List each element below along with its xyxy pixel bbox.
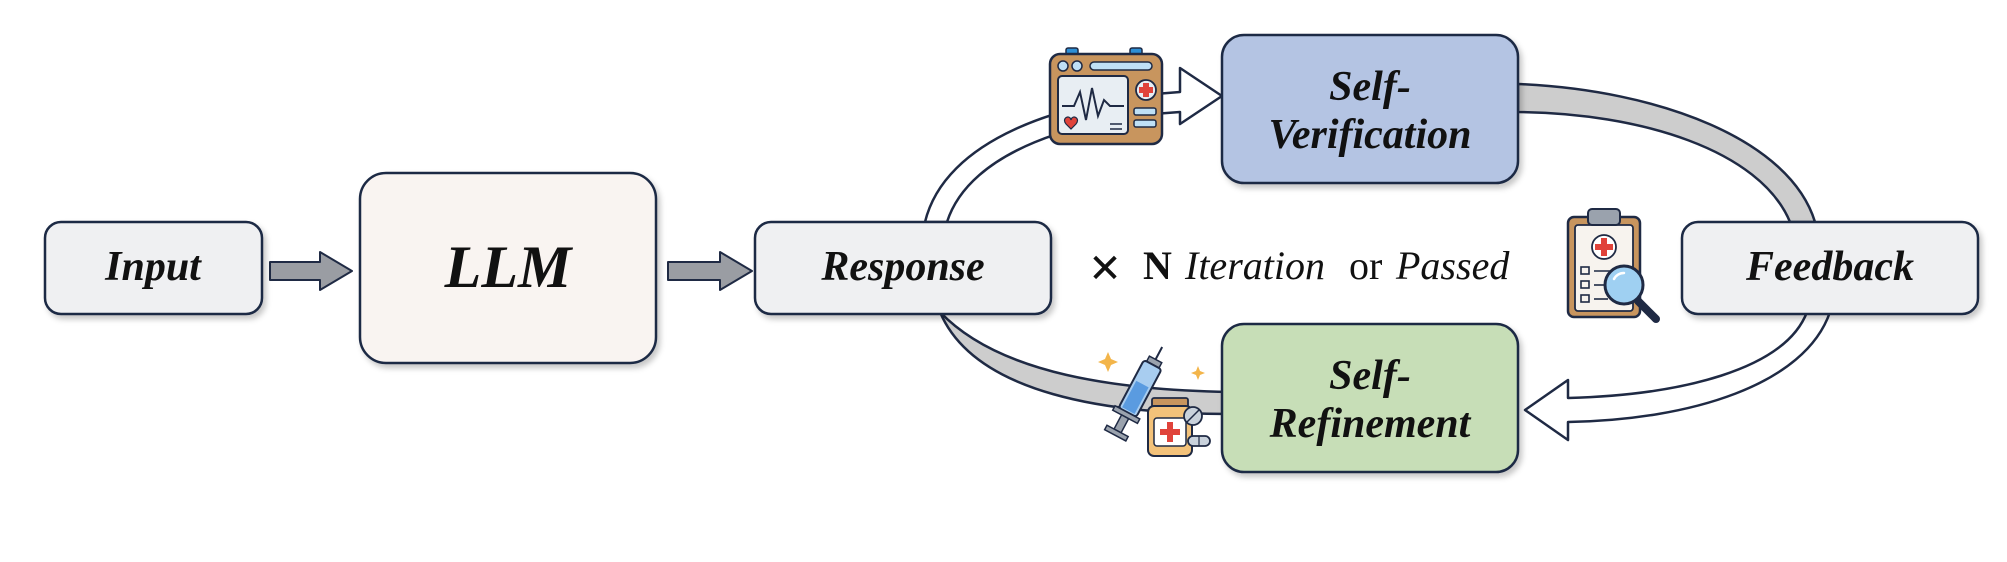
self-refinement-node: Self- Refinement [1220,322,1520,474]
verification-label-line2: Verification [1268,112,1471,158]
syringe-medicine-icon [1098,346,1211,457]
medical-monitor-icon [1048,47,1164,146]
llm-to-response-arrow [667,251,753,291]
iteration-count: N [1143,243,1172,288]
refinement-label-line1: Self- [1329,353,1411,399]
verification-label-line1: Self- [1329,64,1411,110]
feedback-to-refinement-arrow [1523,310,1832,442]
multiply-symbol: ✕ [1088,246,1122,292]
response-label: Response [820,244,984,290]
llm-label: LLM [444,234,574,300]
refinement-label-line2: Refinement [1269,401,1472,447]
feedback-label: Feedback [1745,244,1914,290]
iteration-word: Iteration [1184,243,1325,288]
response-node: Response [753,220,1053,316]
input-label: Input [104,244,202,290]
input-node: Input [43,220,264,316]
llm-node: LLM [358,171,658,365]
self-verification-node: Self- Verification [1220,33,1520,185]
passed-word: Passed [1395,243,1510,288]
feedback-node: Feedback [1680,220,1980,316]
clipboard-magnifier-icon [1566,208,1660,323]
input-to-llm-arrow [269,251,353,291]
verification-to-feedback-band [1516,82,1817,224]
iteration-label: ✕ N Iteration or Passed [1088,243,1510,292]
or-word: or [1349,243,1382,288]
